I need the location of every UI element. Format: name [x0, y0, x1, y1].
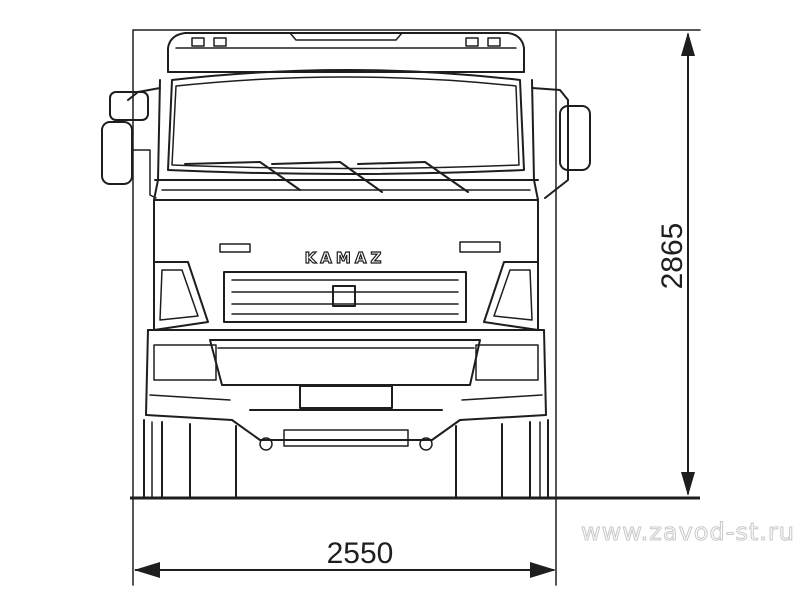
height-dimension: 2865	[656, 32, 695, 496]
headlight-right	[483, 261, 539, 331]
grille	[223, 271, 467, 323]
cab-band	[153, 179, 539, 201]
mirror-right	[531, 87, 591, 199]
height-label: 2865	[656, 223, 689, 290]
windshield	[167, 69, 525, 175]
bumper	[145, 329, 547, 421]
watermark-text: www.zavod-st.ru	[581, 518, 795, 546]
undercarriage	[231, 409, 461, 451]
brand-strip: KAMAZ	[219, 241, 501, 268]
cab-roof	[167, 32, 525, 73]
mirror-left	[101, 87, 161, 199]
headlight-left	[153, 261, 209, 331]
wheel-right	[455, 419, 549, 499]
wheel-left	[143, 419, 237, 499]
extension-lines	[132, 29, 701, 586]
width-label: 2550	[327, 537, 394, 570]
width-dimension: 2550	[134, 537, 556, 578]
brand-logo: KAMAZ	[305, 249, 386, 267]
